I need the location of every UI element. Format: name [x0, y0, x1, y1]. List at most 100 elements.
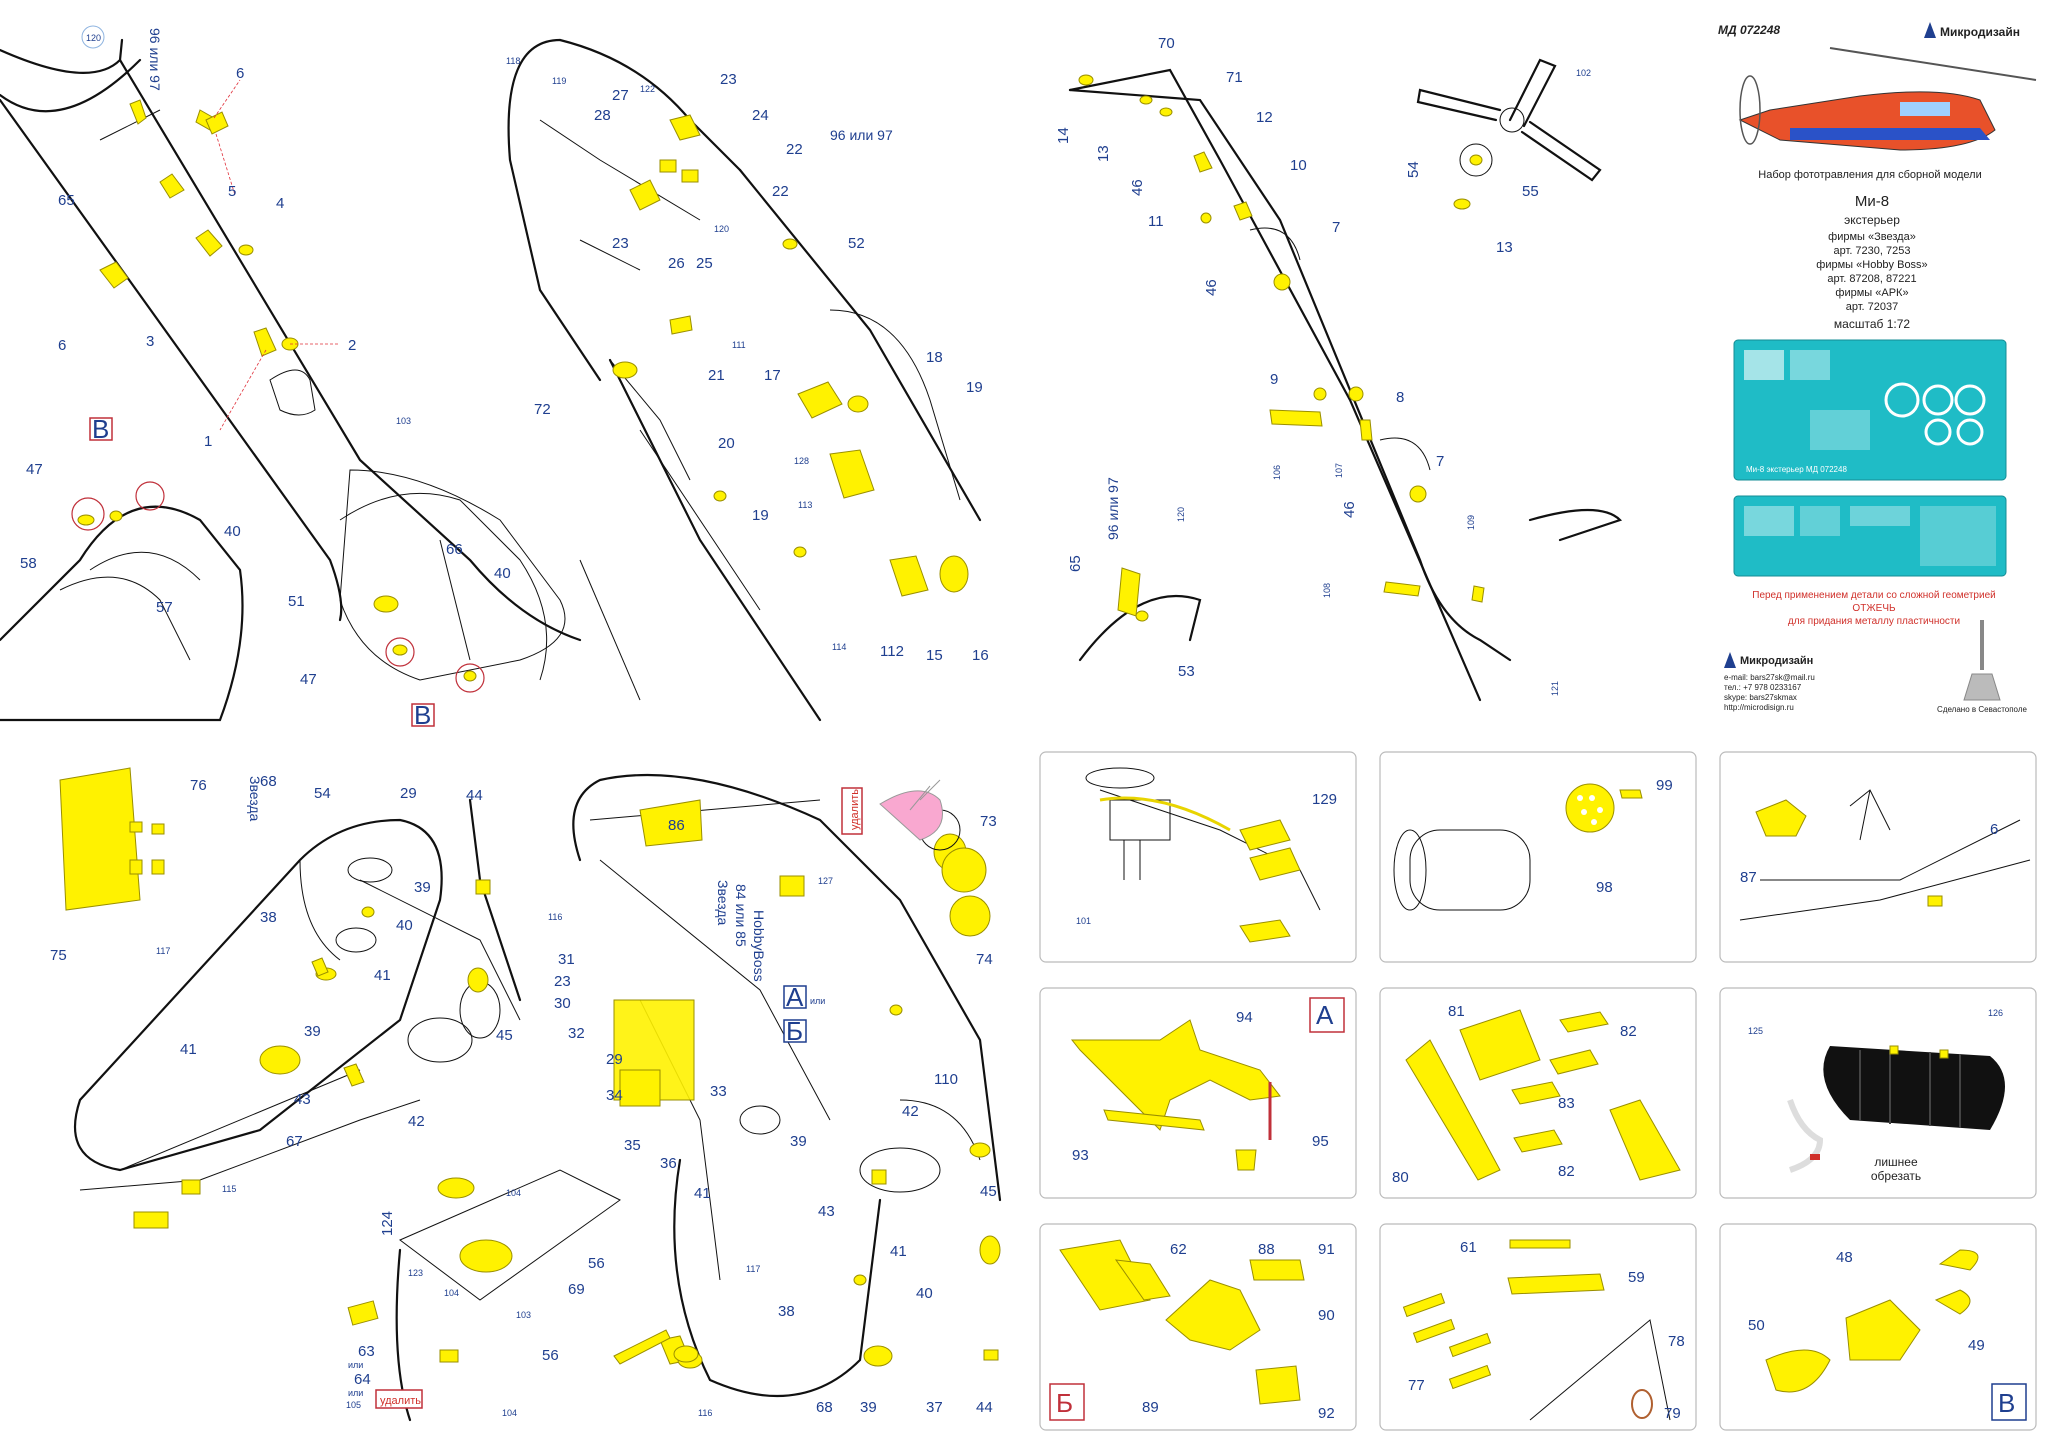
contact-skype: skype: bars27skmax: [1724, 693, 1797, 702]
callout-89: 89: [1142, 1399, 1159, 1416]
svg-text:В: В: [1998, 1388, 2015, 1418]
callout-94: 94: [1236, 1009, 1253, 1026]
callout-27: 27: [612, 87, 629, 104]
callout-129: 129: [1312, 791, 1337, 808]
callout-42b: 42: [902, 1103, 919, 1120]
made-in: Сделано в Севастополе: [1937, 705, 2027, 714]
panel-letter-v: [89, 417, 113, 441]
callout-17: 17: [764, 367, 781, 384]
callout-56b: 56: [542, 1347, 559, 1364]
callout-8: 8: [1396, 389, 1404, 406]
firm-hobbyboss: фирмы «Hobby Boss»: [1816, 259, 1927, 271]
svg-text:Б: Б: [786, 1016, 803, 1046]
callout-5: 5: [228, 183, 236, 200]
fret-sheet-1: Ми-8 экстерьер МД 072248: [1733, 339, 2007, 481]
callout-59: 59: [1628, 1269, 1645, 1286]
callout-82b: 82: [1558, 1163, 1575, 1180]
callout-19b: 19: [752, 507, 769, 524]
callout-39c: 39: [790, 1133, 807, 1150]
callout-37: 37: [926, 1399, 943, 1416]
callout-38b: 38: [778, 1303, 795, 1320]
svg-text:А: А: [1316, 1000, 1334, 1030]
fret-1-caption: Ми-8 экстерьер МД 072248: [1746, 465, 1847, 474]
callout-4: 4: [276, 195, 284, 212]
label-hobbyboss: HobbyBoss: [751, 910, 767, 982]
callout-11: 11: [1148, 213, 1164, 230]
callout-42: 42: [408, 1113, 425, 1130]
callout-120c: 120: [1176, 507, 1186, 522]
view-nose-detail-v: В 47 58 57 40: [0, 414, 244, 722]
svg-text:В: В: [414, 700, 431, 730]
callout-54b: 54: [314, 785, 331, 802]
callout-41: 41: [374, 967, 391, 984]
callout-14: 14: [1055, 127, 1072, 144]
callout-40: 40: [224, 523, 241, 540]
callout-103: 103: [396, 416, 411, 426]
label-ili-1: или: [348, 1360, 363, 1370]
callout-103b: 103: [516, 1310, 531, 1320]
callout-64: 64: [354, 1371, 371, 1388]
svg-text:удалить: удалить: [849, 789, 861, 830]
callout-63: 63: [358, 1343, 375, 1360]
panel-letter-v-2: [411, 703, 435, 727]
callout-90: 90: [1318, 1307, 1335, 1324]
label-ili-3: или: [810, 996, 825, 1006]
callout-68b: 68: [816, 1399, 833, 1416]
callout-49: 49: [1968, 1337, 1985, 1354]
svg-text:А: А: [786, 982, 804, 1012]
callout-62: 62: [1170, 1241, 1187, 1258]
callout-44: 44: [466, 787, 483, 804]
callout-32: 32: [568, 1025, 585, 1042]
callout-7: 7: [1332, 219, 1340, 236]
callout-9: 9: [1270, 371, 1278, 388]
callout-119: 119: [552, 76, 566, 86]
letter-a-panel-box: [1309, 997, 1345, 1033]
callout-2: 2: [348, 337, 356, 354]
callout-86: 86: [668, 817, 685, 834]
callout-40d: 40: [916, 1285, 933, 1302]
callout-13: 13: [1095, 145, 1112, 162]
callout-81: 81: [1448, 1003, 1465, 1020]
callout-65: 65: [58, 192, 75, 209]
callout-10: 10: [1290, 157, 1307, 174]
callout-48: 48: [1836, 1249, 1853, 1266]
svg-text:В: В: [92, 414, 109, 444]
art-hobbyboss: арт. 87208, 87221: [1827, 273, 1916, 285]
callout-76: 76: [190, 777, 207, 794]
callout-91: 91: [1318, 1241, 1335, 1258]
brand-logo: [1924, 22, 1936, 38]
callout-24: 24: [752, 107, 769, 124]
kit-description: Набор фототравления для сборной модели: [1758, 169, 1981, 181]
callout-68: 68: [260, 773, 277, 790]
callout-1: 1: [204, 433, 212, 450]
view-fuselage-left-zvezda: 76 75 68 Звезда 54 29 44 39 40 117 38 41…: [50, 767, 522, 1229]
warning-line-3: для придания металлу пластичности: [1788, 616, 1960, 627]
callout-82: 82: [1620, 1023, 1637, 1040]
callout-6c: 6: [1990, 821, 1998, 838]
callout-53: 53: [1178, 663, 1195, 680]
callout-35: 35: [624, 1137, 641, 1154]
warning-line-1: Перед применением детали со сложной геом…: [1752, 590, 1995, 601]
panel-87-6: [1719, 751, 2037, 963]
callout-128: 128: [794, 456, 809, 466]
callout-19: 19: [966, 379, 983, 396]
callout-46c: 46: [1341, 501, 1358, 518]
info-block: МД 072248 Микродизайн Набор фототравлени…: [1718, 22, 2037, 714]
callout-96-97c: 96 или 97: [1105, 477, 1121, 540]
callout-104c: 104: [502, 1408, 517, 1418]
product-code: МД 072248: [1718, 23, 1780, 37]
callout-46: 46: [1129, 179, 1146, 196]
callout-121: 121: [1550, 681, 1560, 696]
callout-45: 45: [496, 1027, 513, 1044]
callout-109: 109: [1466, 515, 1476, 530]
callout-95: 95: [1312, 1133, 1329, 1150]
callout-127: 127: [818, 876, 833, 886]
callout-61: 61: [1460, 1239, 1477, 1256]
callout-96-97b: 96 или 97: [830, 127, 893, 143]
sevastopol-monument-icon: [1963, 620, 2001, 701]
callout-69: 69: [568, 1281, 585, 1298]
label-cut-2: обрезать: [1871, 1169, 1921, 1183]
callout-23: 23: [720, 71, 737, 88]
callout-45b: 45: [980, 1183, 997, 1200]
